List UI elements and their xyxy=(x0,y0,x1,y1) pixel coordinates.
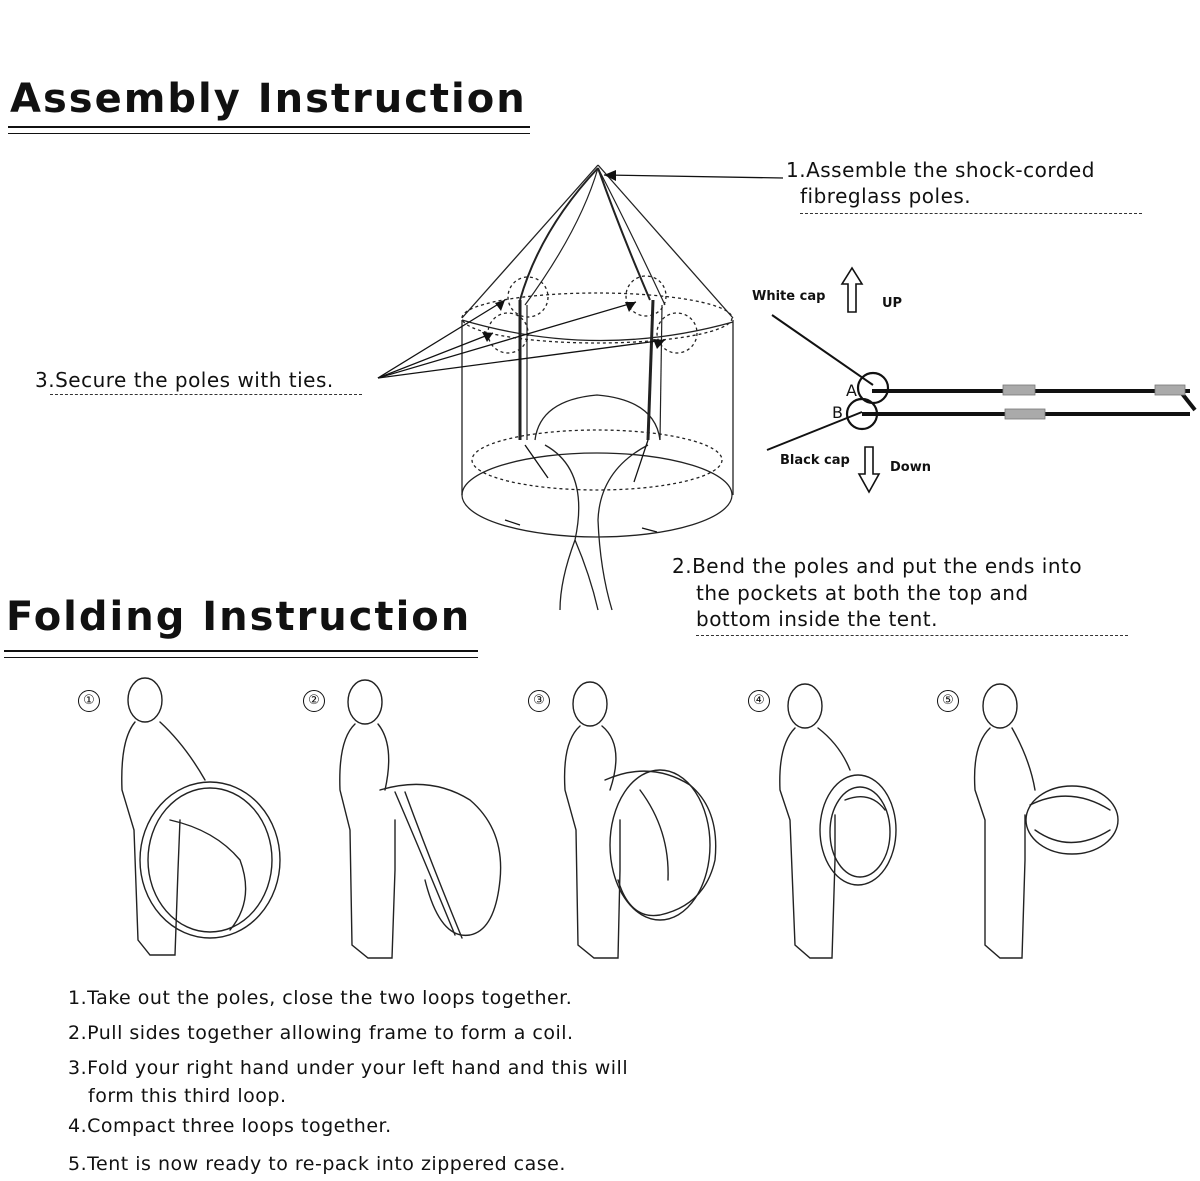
folding-figure-2 xyxy=(339,679,502,959)
folding-step-3: 3.Fold your right hand under your left h… xyxy=(68,1057,629,1079)
assembly-title-underline-thin xyxy=(8,133,530,134)
figure-number-1: ① xyxy=(78,690,100,712)
assembly-title-underline xyxy=(8,126,530,128)
folding-figure-3 xyxy=(563,681,717,959)
black-cap-label: Black cap xyxy=(780,453,850,468)
folding-step-4: 4.Compact three loops together. xyxy=(68,1115,392,1137)
assembly-step1-line2: fibreglass poles. xyxy=(800,184,972,208)
assembly-step3: 3.Secure the poles with ties. xyxy=(35,368,334,392)
white-cap-label: White cap xyxy=(752,289,826,304)
assembly-step2-line2: the pockets at both the top and xyxy=(696,581,1029,605)
figure-number-5: ⑤ xyxy=(937,690,959,712)
folding-step-5: 5.Tent is now ready to re-pack into zipp… xyxy=(68,1153,566,1175)
label-b: B xyxy=(832,403,844,422)
folding-step-1: 1.Take out the poles, close the two loop… xyxy=(68,987,573,1009)
figure-number-3: ③ xyxy=(528,690,550,712)
folding-title: Folding Instruction xyxy=(6,594,472,640)
down-label: Down xyxy=(890,460,931,475)
up-label: UP xyxy=(882,296,903,311)
folding-figure-5 xyxy=(973,683,1119,959)
folding-figure-4 xyxy=(779,683,897,959)
assembly-step1-line1: 1.Assemble the shock-corded xyxy=(786,158,1095,182)
folding-title-underline xyxy=(4,650,478,652)
folding-steps-list: 1.Take out the poles, close the two loop… xyxy=(68,985,628,1181)
label-a: A xyxy=(846,381,858,400)
assembly-step2-line1: 2.Bend the poles and put the ends into xyxy=(672,554,1083,578)
assembly-title: Assembly Instruction xyxy=(10,76,527,122)
assembly-step2-line3: bottom inside the tent. xyxy=(696,607,938,631)
figure-number-2: ② xyxy=(303,690,325,712)
assembly-step2-dashline xyxy=(696,635,1128,636)
folding-step-2: 2.Pull sides together allowing frame to … xyxy=(68,1022,574,1044)
assembly-step1-dashline xyxy=(800,213,1142,214)
folding-title-underline-thin xyxy=(4,657,478,658)
folding-figure-1 xyxy=(121,677,281,956)
assembly-step3-dashline xyxy=(50,394,362,395)
figure-number-4: ④ xyxy=(748,690,770,712)
folding-step-3-cont: form this third loop. xyxy=(88,1085,287,1107)
